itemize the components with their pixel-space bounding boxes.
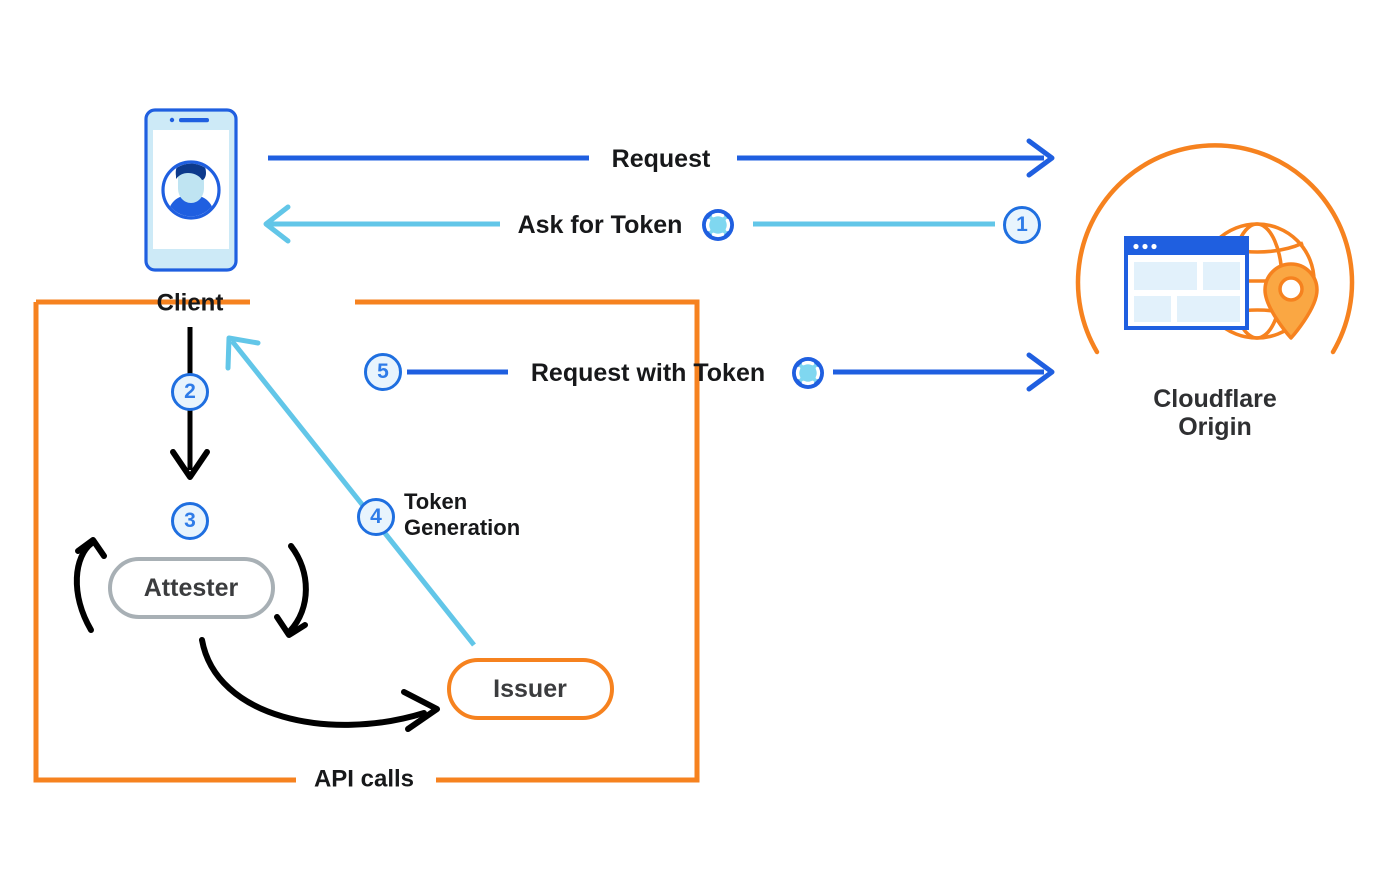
flow-request-arrow: [268, 138, 1055, 178]
group-label-client: Client: [156, 289, 224, 317]
step-badge-1: 1: [1003, 206, 1041, 244]
step-badge-2: 2: [171, 373, 209, 411]
step-badge-4: 4: [357, 498, 395, 536]
attester-node: [108, 557, 275, 619]
flow-label-request-with-token: Request with Token: [530, 359, 766, 387]
token-icon: [700, 207, 736, 243]
node-label-issuer: Issuer: [493, 675, 567, 703]
avatar-icon: [161, 160, 221, 220]
attestation-loop-arrows: [73, 537, 440, 732]
browser-window-icon: [1124, 236, 1249, 330]
flow-ask-for-token-arrow: [263, 204, 995, 244]
flow-request-with-token-arrow: [407, 352, 1055, 392]
flow-label-token-generation: Token Generation: [404, 489, 521, 540]
mask-api-calls-label: [296, 765, 436, 795]
flow-label-ask-for-token: Ask for Token: [517, 211, 683, 239]
token-icon: [790, 355, 826, 391]
client-group-box: [33, 299, 700, 783]
step-badge-3: 3: [171, 502, 209, 540]
flow-label-request: Request: [611, 145, 711, 173]
flow-token-generation-arrow: [225, 335, 476, 647]
node-label-attester: Attester: [143, 574, 239, 602]
group-label-api-calls: API calls: [313, 765, 415, 793]
cloudflare-origin-arc: [1075, 143, 1355, 355]
map-pin-icon: [1263, 262, 1319, 340]
step-badge-5: 5: [364, 353, 402, 391]
issuer-node: [447, 658, 614, 720]
mask-client-label: [250, 288, 355, 318]
node-label-cloudflare-origin: Cloudflare Origin: [1153, 385, 1277, 441]
